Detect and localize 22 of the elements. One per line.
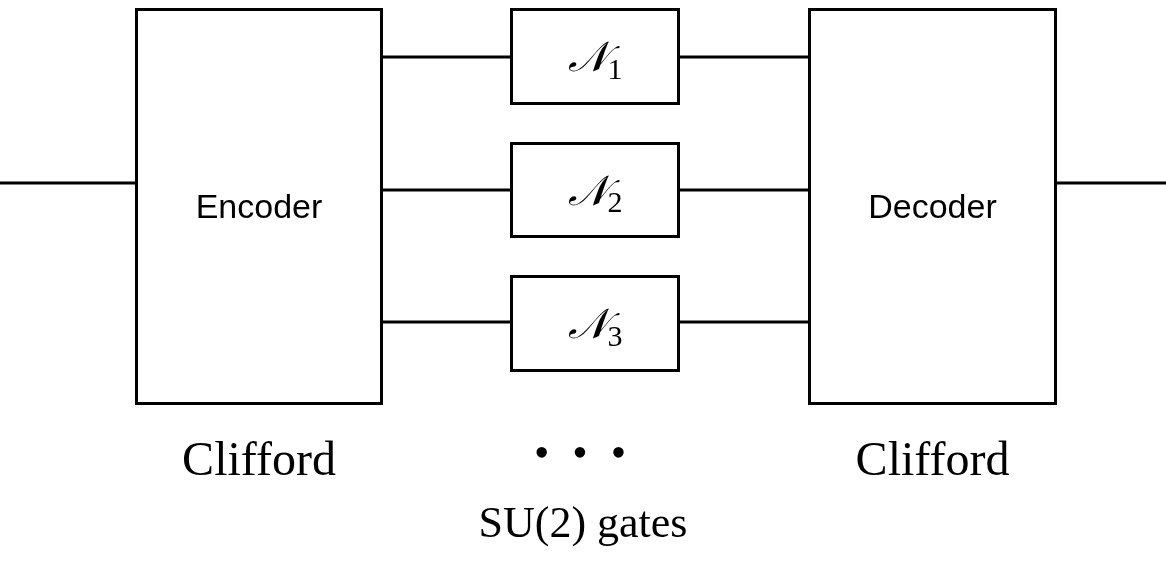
gate-label: 𝒩$_{1}$	[567, 31, 623, 87]
ellipsis-mark: • • •	[532, 427, 634, 479]
block-label: Decoder	[868, 186, 997, 227]
connector-line	[383, 188, 510, 192]
connector-line	[680, 188, 808, 192]
connector-line	[383, 320, 510, 324]
gate-label: 𝒩$_{3}$	[567, 298, 623, 354]
block-box	[808, 8, 1057, 405]
caption-text: Clifford	[181, 431, 337, 487]
caption-text: Clifford	[854, 431, 1011, 487]
gate-box	[510, 275, 680, 372]
gate-label: 𝒩$_{2}$	[567, 164, 623, 220]
connector-line	[680, 55, 808, 59]
connector-line	[1057, 181, 1166, 185]
connector-line	[0, 181, 135, 185]
block-box	[135, 8, 383, 405]
gate-box	[510, 142, 680, 238]
connector-line	[383, 55, 510, 59]
block-label: Encoder	[195, 186, 323, 227]
connector-line	[680, 320, 808, 324]
gate-box	[510, 8, 680, 105]
group-caption: SU(2) gates	[477, 497, 689, 549]
